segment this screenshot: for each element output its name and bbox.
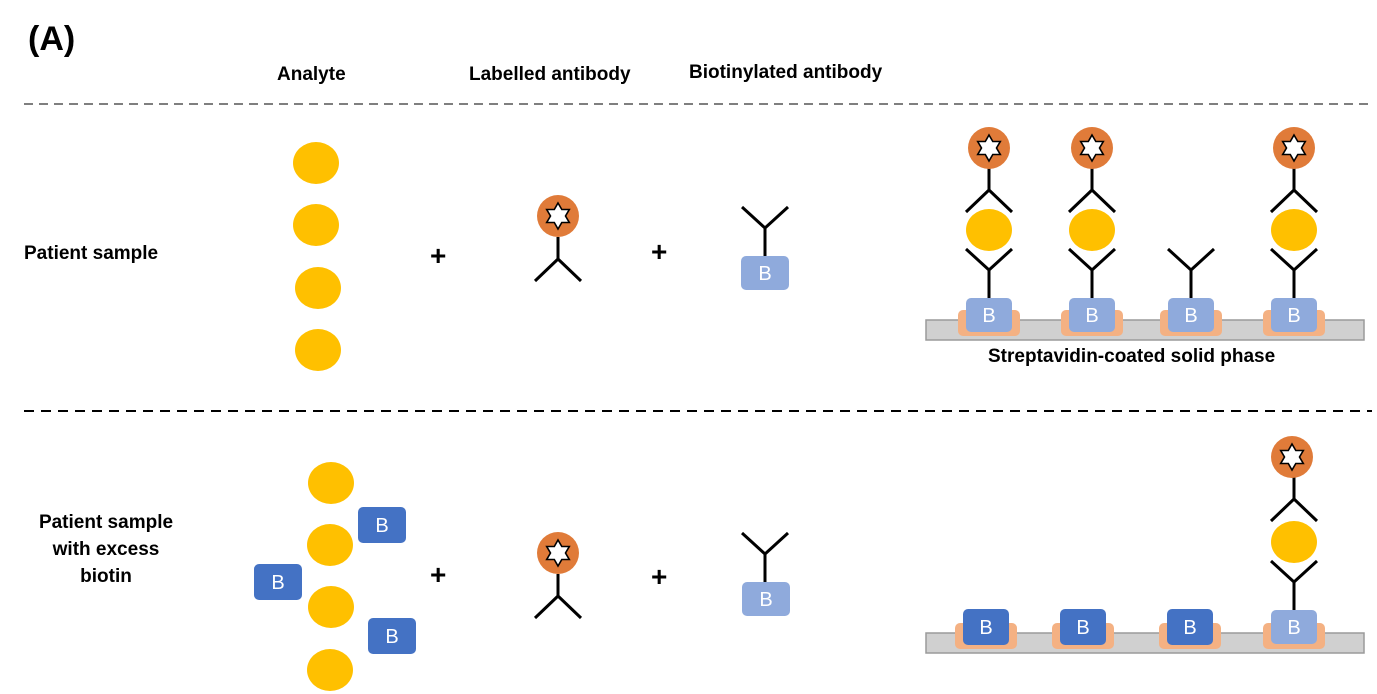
antibody-icon bbox=[1269, 559, 1319, 610]
biotin-box bbox=[741, 256, 789, 290]
analyte-dot bbox=[1271, 209, 1317, 251]
plus-sign: + bbox=[430, 240, 447, 271]
analyte-dot bbox=[295, 329, 341, 371]
biotin-box bbox=[1271, 610, 1317, 644]
row-label-excess-biotin: Patient sample with excess biotin bbox=[14, 509, 198, 590]
biotin-box bbox=[966, 298, 1012, 332]
antibody-icon bbox=[740, 205, 790, 256]
biotin-box bbox=[1069, 298, 1115, 332]
biotin-letter: B bbox=[758, 263, 771, 285]
header-analyte: Analyte bbox=[277, 64, 346, 85]
free-biotin bbox=[254, 564, 302, 600]
biotin-letter: B bbox=[1183, 617, 1196, 639]
star-icon bbox=[545, 538, 571, 568]
analyte-dot bbox=[308, 586, 354, 628]
biotin-letter: B bbox=[982, 305, 995, 327]
analyte-dot bbox=[293, 142, 339, 184]
analyte-dot bbox=[308, 462, 354, 504]
biotin-letter: B bbox=[979, 617, 992, 639]
row-label-excess-line1: Patient sample bbox=[38, 512, 174, 533]
blocked-biotin bbox=[1060, 609, 1106, 645]
antibody-icon bbox=[1067, 167, 1117, 214]
row-label-excess-line2: with excess bbox=[52, 539, 160, 560]
plus-sign: + bbox=[651, 561, 668, 592]
star-icon bbox=[545, 201, 571, 231]
analyte-dot bbox=[293, 204, 339, 246]
biotin-letter: B bbox=[1287, 617, 1300, 639]
panel-label: (A) bbox=[28, 20, 76, 58]
header-biotinylated-antibody: Biotinylated antibody bbox=[689, 62, 883, 83]
blocked-biotin bbox=[1167, 609, 1213, 645]
star-icon bbox=[976, 133, 1002, 163]
plus-sign: + bbox=[651, 236, 668, 267]
row-label-patient-sample: Patient sample bbox=[24, 243, 159, 264]
biotin-letter: B bbox=[1184, 305, 1197, 327]
star-icon bbox=[1279, 442, 1305, 472]
biotin-letter: B bbox=[271, 572, 284, 594]
header-labelled-antibody: Labelled antibody bbox=[469, 64, 631, 85]
biotin-letter: B bbox=[1085, 305, 1098, 327]
biotin-box bbox=[1271, 298, 1317, 332]
antibody-icon bbox=[1269, 247, 1319, 298]
antibody-icon bbox=[533, 574, 583, 620]
solid-phase bbox=[925, 319, 1365, 341]
antibody-icon bbox=[740, 531, 790, 582]
analyte-dot bbox=[1069, 209, 1115, 251]
solid-phase bbox=[925, 632, 1365, 654]
analyte-dot bbox=[966, 209, 1012, 251]
solid-phase-label: Streptavidin-coated solid phase bbox=[988, 346, 1276, 367]
antibody-icon bbox=[533, 237, 583, 283]
free-biotin bbox=[368, 618, 416, 654]
free-biotin bbox=[358, 507, 406, 543]
biotin-letter: B bbox=[1076, 617, 1089, 639]
biotin-letter: B bbox=[759, 589, 772, 611]
antibody-icon bbox=[964, 247, 1014, 298]
analyte-dot bbox=[295, 267, 341, 309]
star-icon bbox=[1281, 133, 1307, 163]
biotin-letter: B bbox=[385, 626, 398, 648]
star-icon bbox=[1079, 133, 1105, 163]
analyte-dot bbox=[307, 524, 353, 566]
biotin-letter: B bbox=[375, 515, 388, 537]
antibody-icon bbox=[1269, 167, 1319, 214]
biotin-letter: B bbox=[1287, 305, 1300, 327]
antibody-icon bbox=[1269, 477, 1319, 523]
biotin-box bbox=[1168, 298, 1214, 332]
analyte-dot bbox=[307, 649, 353, 691]
row-label-excess-line3: biotin bbox=[80, 566, 132, 587]
antibody-icon bbox=[1067, 247, 1117, 298]
blocked-biotin bbox=[963, 609, 1009, 645]
antibody-icon bbox=[1166, 247, 1216, 298]
biotin-box bbox=[742, 582, 790, 616]
analyte-dot bbox=[1271, 521, 1317, 563]
plus-sign: + bbox=[430, 559, 447, 590]
antibody-icon bbox=[964, 167, 1014, 214]
